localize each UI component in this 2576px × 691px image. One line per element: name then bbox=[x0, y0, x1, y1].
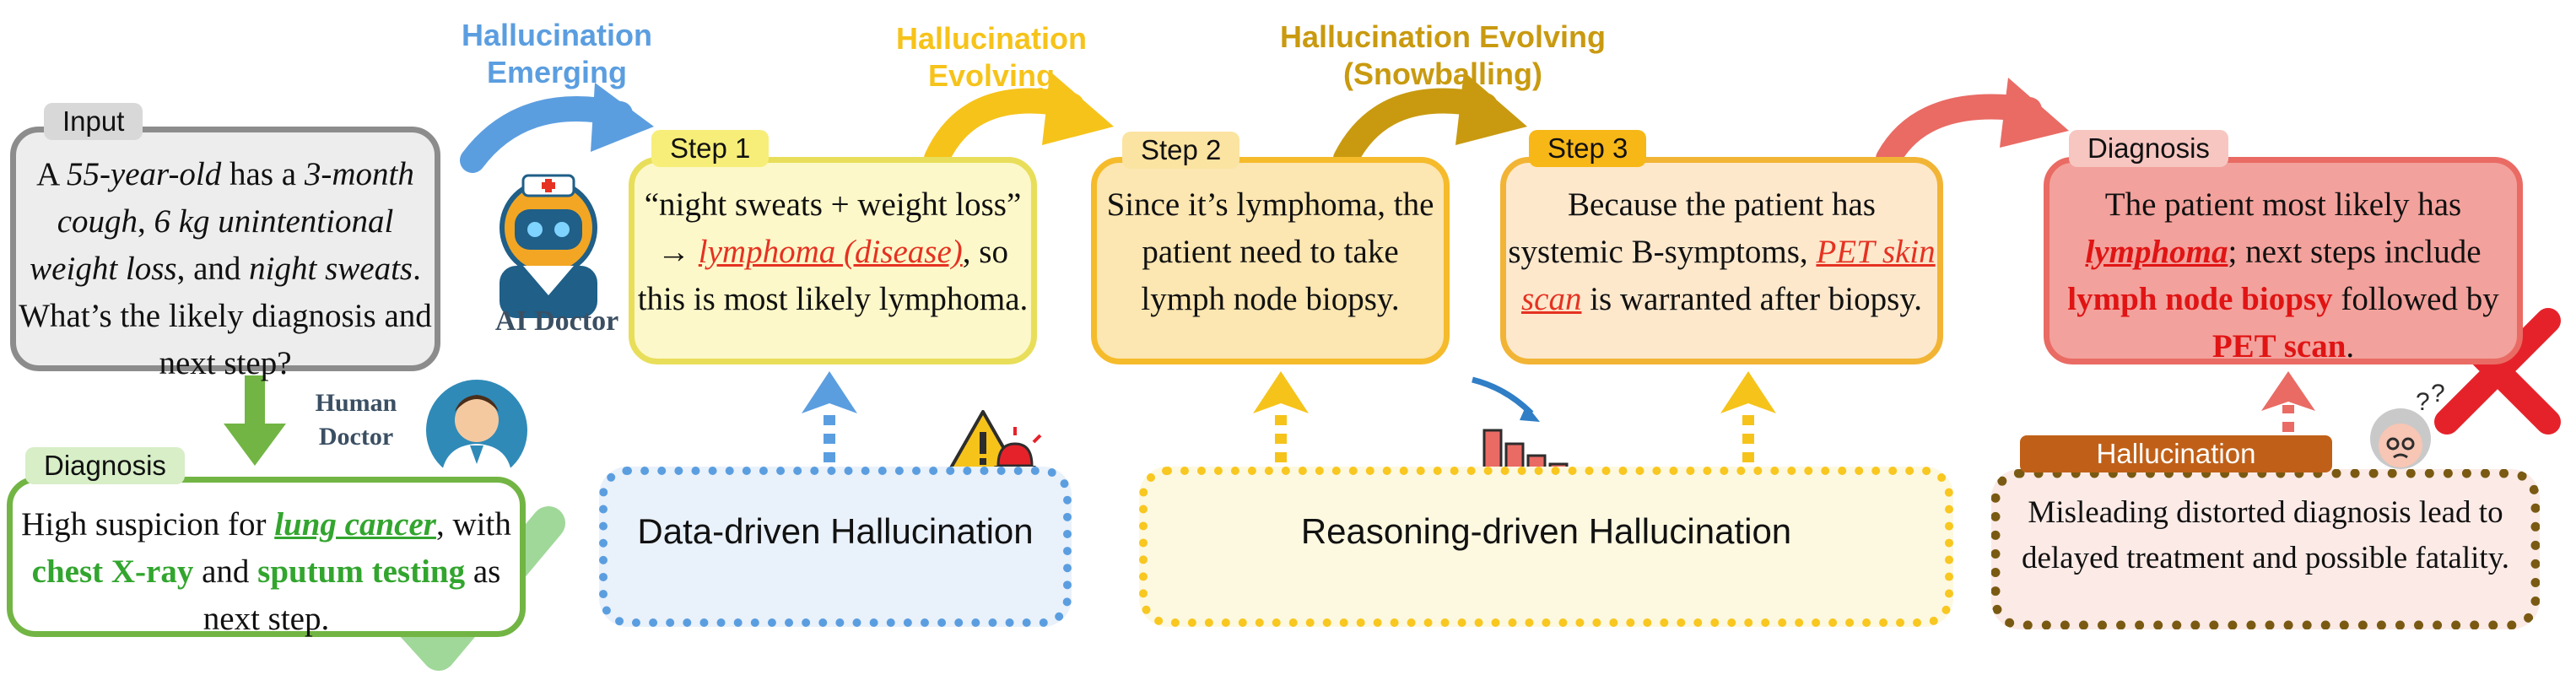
human-doctor-icon bbox=[426, 380, 527, 481]
confused-elder-icon: ? ? bbox=[2370, 380, 2445, 469]
step3-box: Because the patient has systemic B-sympt… bbox=[1500, 157, 1943, 364]
human-flow-arrow bbox=[224, 375, 286, 466]
declining-chart-icon bbox=[1472, 376, 1574, 481]
diagnosis-arrow bbox=[1876, 78, 2069, 171]
step2-tag: Step 2 bbox=[1122, 132, 1240, 169]
reasoning-arrow-step3 bbox=[1720, 371, 1776, 462]
data-driven-arrow bbox=[802, 371, 857, 462]
snowballing-arrow bbox=[1333, 72, 1527, 171]
step3-text: Because the patient has systemic B-sympt… bbox=[1508, 186, 1936, 317]
hallucination-snowballing-title: Hallucination Evolving (Snowballing) bbox=[1279, 19, 1607, 91]
emerging-arrow bbox=[460, 83, 654, 173]
human-diagnosis-box: High suspicion for lung cancer, with che… bbox=[7, 477, 526, 637]
human-doctor-label: Human Doctor bbox=[315, 389, 397, 451]
hallucination-emerging-title: Hallucination Emerging bbox=[461, 18, 653, 89]
hallucination-tag: Hallucination bbox=[2020, 435, 2332, 472]
ai-doctor-label: AI Doctor bbox=[494, 305, 619, 337]
input-text: A 55-year-old has a 3-month cough, 6 kg … bbox=[19, 156, 432, 381]
consequence-text: Misleading distorted diagnosis lead to d… bbox=[2021, 495, 2510, 575]
reasoning-arrow-step2 bbox=[1253, 371, 1309, 462]
human-diagnosis-text: High suspicion for lung cancer, with che… bbox=[21, 506, 511, 637]
ai-diagnosis-box: The patient most likely has lymphoma; ne… bbox=[2044, 157, 2523, 364]
step3-tag: Step 3 bbox=[1529, 130, 1647, 167]
step2-box: Since it’s lymphoma, the patient need to… bbox=[1091, 157, 1450, 364]
step1-tag: Step 1 bbox=[651, 130, 770, 167]
step1-text: “night sweats + weight loss” → lymphoma … bbox=[637, 186, 1029, 317]
input-box: A 55-year-old has a 3-month cough, 6 kg … bbox=[10, 127, 440, 381]
data-driven-label: Data-driven Hallucination bbox=[637, 511, 1034, 551]
step1-box: “night sweats + weight loss” → lymphoma … bbox=[629, 157, 1037, 364]
ai-diagnosis-text: The patient most likely has lymphoma; ne… bbox=[2067, 186, 2499, 364]
consequence-box: Misleading distorted diagnosis lead to d… bbox=[1991, 469, 2540, 629]
reasoning-driven-hallucination-box: Reasoning-driven Hallucination bbox=[1139, 467, 1953, 627]
evolving-arrow bbox=[924, 72, 1114, 171]
svg-text:?: ? bbox=[2431, 380, 2445, 408]
reasoning-driven-label: Reasoning-driven Hallucination bbox=[1300, 511, 1792, 551]
ai-diagnosis-tag: Diagnosis bbox=[2069, 130, 2228, 167]
consequence-arrow bbox=[2261, 371, 2315, 432]
data-driven-hallucination-box: Data-driven Hallucination bbox=[599, 467, 1072, 627]
hallucination-evolving-title: Hallucination Evolving bbox=[895, 21, 1088, 93]
robot-doctor-icon bbox=[500, 174, 597, 318]
step2-text: Since it’s lymphoma, the patient need to… bbox=[1106, 186, 1434, 317]
input-tag: Input bbox=[44, 103, 143, 140]
svg-text:?: ? bbox=[2416, 388, 2430, 416]
human-diagnosis-tag: Diagnosis bbox=[25, 447, 185, 484]
